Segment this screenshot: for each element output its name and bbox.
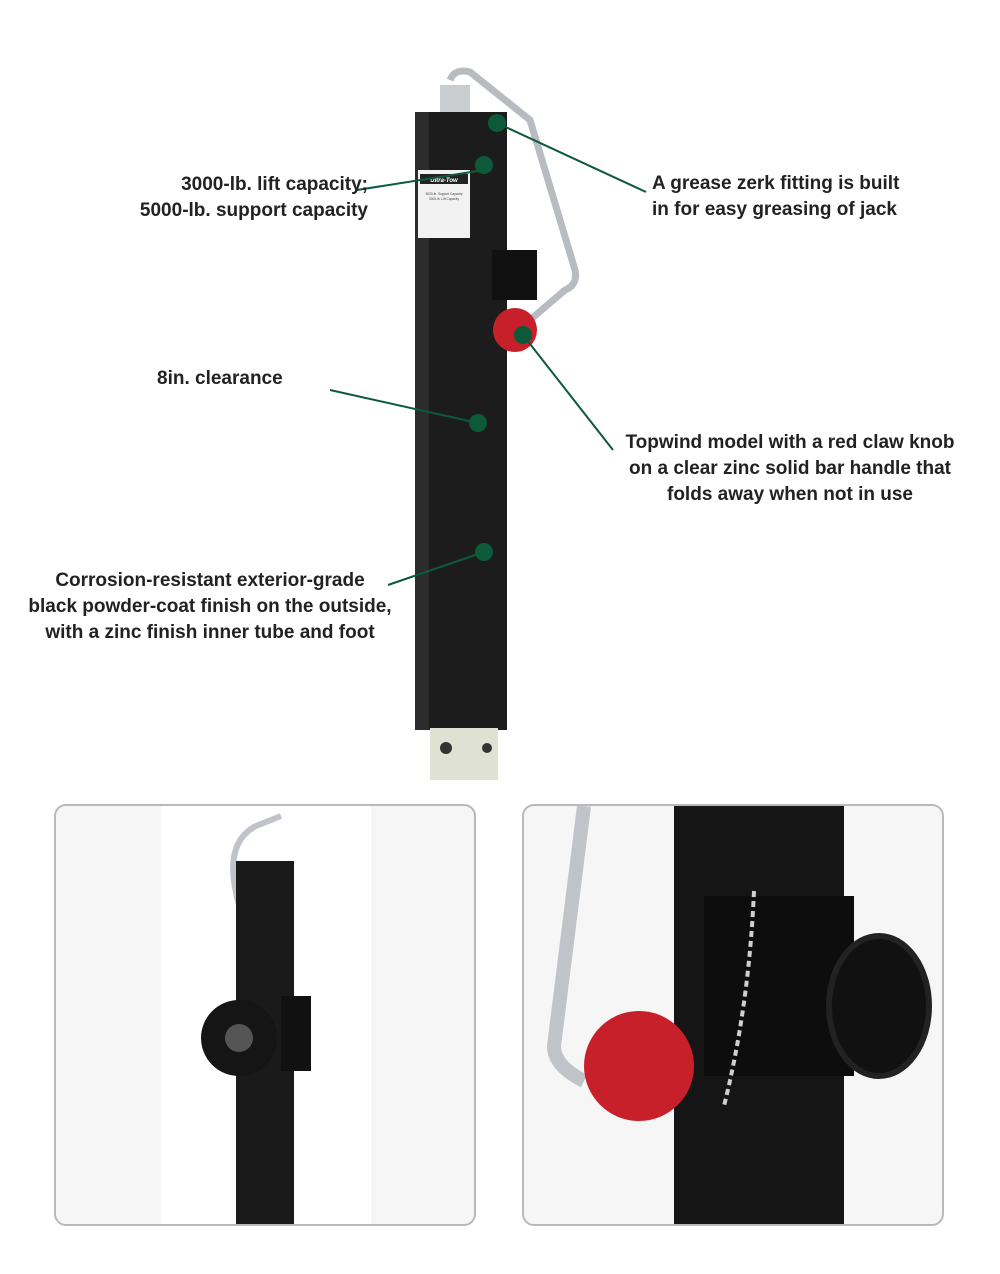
callout-capacity: 3000-lb. lift capacity; 5000-lb. support… [100, 172, 368, 224]
callout-clearance: 8in. clearance [157, 366, 283, 392]
jack-illustration: Ultra-Tow 5000-lb. Support Capacity 3000… [329, 67, 647, 780]
bracket [492, 250, 537, 300]
callout-line: Topwind model with a red claw knob [625, 432, 955, 453]
callout-line: 8in. clearance [157, 368, 283, 389]
red-claw-knob [584, 1011, 694, 1121]
callout-line: A grease zerk fitting is built [652, 173, 900, 194]
detail-photo-top-view [54, 804, 476, 1226]
callout-topwind: Topwind model with a red claw knob on a … [610, 430, 970, 508]
inner-tube [430, 728, 498, 780]
callout-line: in for easy greasing of jack [652, 199, 897, 220]
sticker-line: 5000-lb. Support Capacity [426, 192, 463, 196]
callout-line: black powder-coat finish on the outside, [28, 596, 392, 617]
callout-line: Corrosion-resistant exterior-grade [55, 570, 365, 591]
detail-photo-knob-closeup [522, 804, 944, 1226]
brand-logo: Ultra-Tow [430, 178, 458, 184]
product-sticker: Ultra-Tow 5000-lb. Support Capacity 3000… [418, 170, 470, 238]
sticker-line: 3000-lb. Lift Capacity [429, 197, 459, 201]
callout-line: folds away when not in use [667, 484, 913, 505]
callout-line: with a zinc finish inner tube and foot [45, 622, 375, 643]
callout-finish: Corrosion-resistant exterior-grade black… [10, 568, 410, 646]
callout-line: on a clear zinc solid bar handle that [628, 458, 952, 479]
callout-line: 3000-lb. lift capacity; [181, 174, 368, 195]
top-cap [440, 85, 470, 115]
callout-grease: A grease zerk fitting is built in for ea… [652, 171, 972, 223]
callout-line: 5000-lb. support capacity [139, 200, 368, 221]
crank-handle [446, 67, 579, 323]
